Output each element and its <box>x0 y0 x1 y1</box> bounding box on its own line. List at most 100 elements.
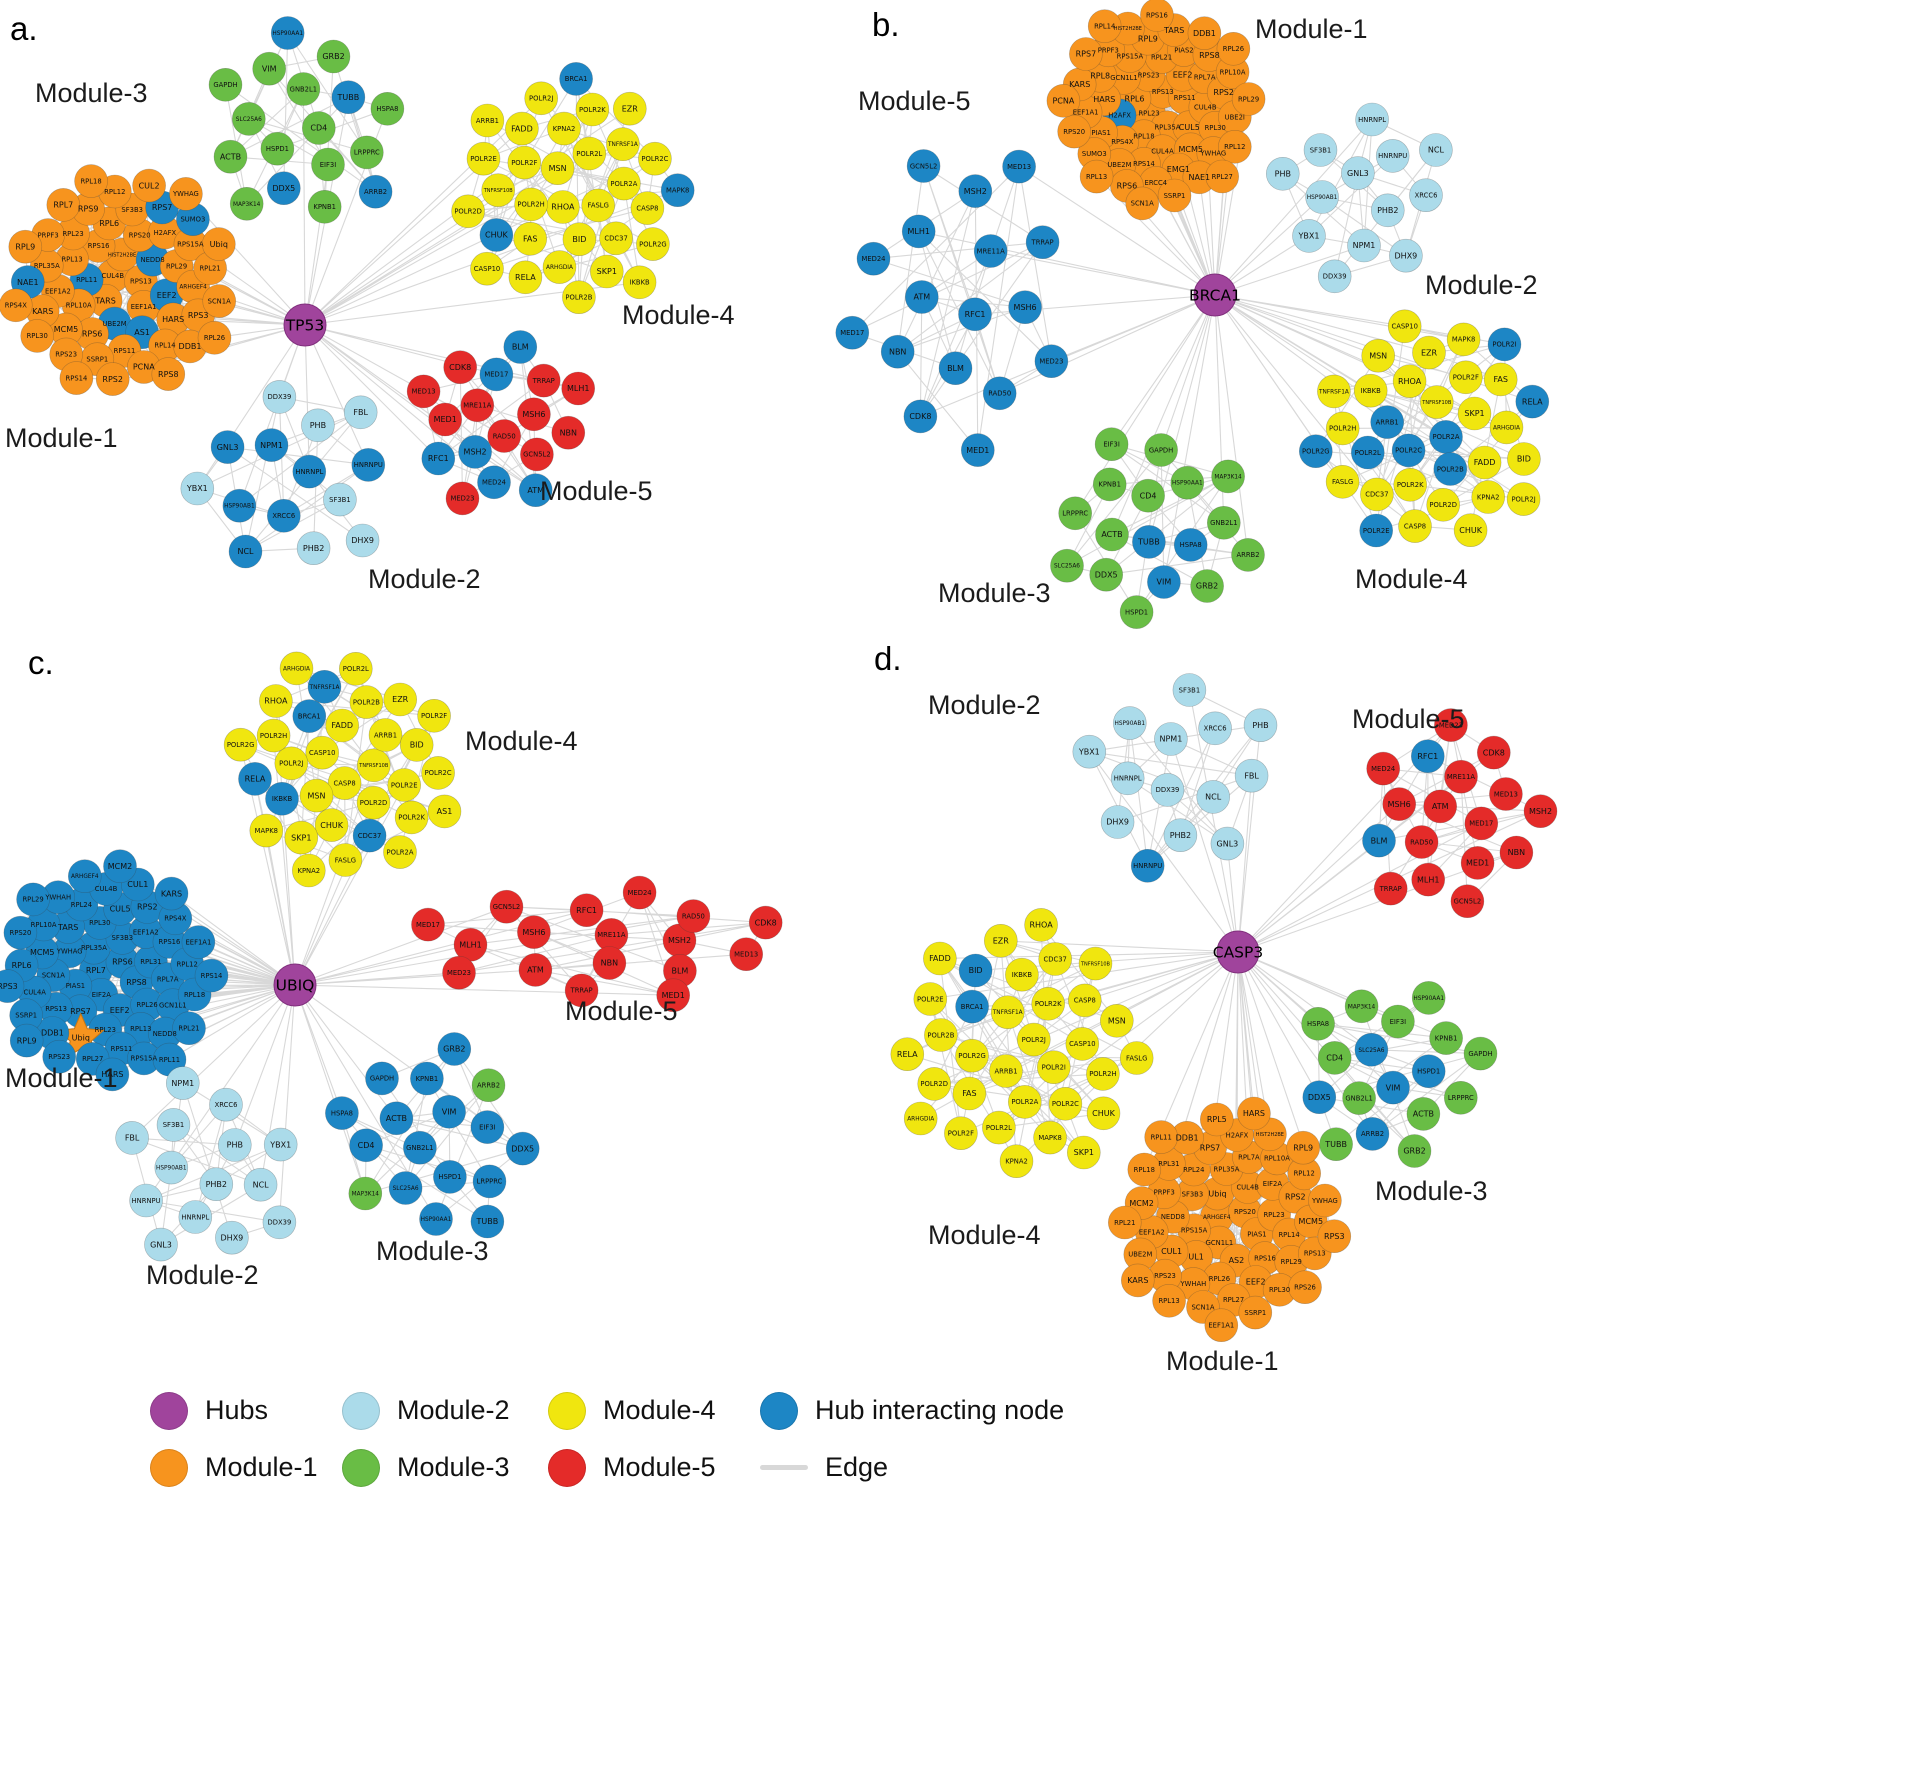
node-label: MED1 <box>966 446 989 455</box>
node-label: SF3B1 <box>329 496 351 504</box>
node-label: RELA <box>897 1050 918 1059</box>
network-node <box>1205 159 1239 194</box>
network-node <box>1393 467 1427 502</box>
network-node <box>1446 322 1481 357</box>
network-node <box>180 471 215 506</box>
node-label: MED23 <box>447 969 471 977</box>
node-label: IKBKB <box>272 795 293 803</box>
node-label: POLR2F <box>948 1130 974 1138</box>
legend-label: Module-3 <box>397 1452 510 1482</box>
node-label: CUL5 <box>110 905 131 914</box>
network-node <box>1065 1027 1100 1061</box>
node-label: XRCC6 <box>272 512 295 520</box>
module-label: Module-1 <box>1166 1346 1279 1376</box>
node-label: RPL23 <box>62 230 83 238</box>
network-node <box>1031 986 1065 1021</box>
node-label: MED23 <box>450 495 474 503</box>
node-label: NEDD8 <box>153 1030 177 1038</box>
node-label: YBX1 <box>1298 232 1320 241</box>
node-label: CDK8 <box>449 363 471 372</box>
node-label: NEDD8 <box>141 256 165 264</box>
network-node <box>1434 708 1468 742</box>
network-node <box>403 1130 437 1165</box>
network-node <box>1147 565 1181 599</box>
node-label: SF3B1 <box>1179 686 1201 694</box>
node-label: KPNA2 <box>1005 1158 1028 1166</box>
network-node <box>151 357 186 391</box>
network-node <box>1125 186 1159 221</box>
node-label: BRCA1 <box>298 712 321 720</box>
node-label: FAS <box>523 235 537 244</box>
node-label: MED13 <box>412 388 436 396</box>
network-node <box>564 973 599 1008</box>
node-label: RPS4X <box>1111 138 1133 146</box>
node-label: MED24 <box>861 255 885 263</box>
node-label: RPL12 <box>1294 1170 1315 1178</box>
network-node <box>1423 789 1457 824</box>
node-label: RFC1 <box>428 454 449 463</box>
hub-label: BRCA1 <box>1189 286 1241 304</box>
node-label: SCN1A <box>208 297 231 305</box>
network-node <box>470 1204 505 1239</box>
network-node <box>1046 84 1081 118</box>
node-label: POLR2K <box>398 814 425 822</box>
network-node <box>1471 480 1505 514</box>
node-label: POLR2A <box>387 848 414 856</box>
node-label: RPL9 <box>1138 34 1158 43</box>
node-label: MED17 <box>416 921 440 929</box>
node-label: YBX1 <box>1078 747 1100 756</box>
node-label: POLR2G <box>1302 448 1330 456</box>
label-layer: CASP8CASP10TNFRSF10BMSNFADDPOLR2DPOLR2JA… <box>0 644 777 1290</box>
network-node <box>1008 1085 1042 1119</box>
node-label: CHUK <box>1459 526 1482 535</box>
node-label: KPNA2 <box>553 125 576 133</box>
network-node <box>178 1200 213 1234</box>
node-label: RPL23 <box>1263 1211 1284 1219</box>
node-label: KPNB1 <box>1098 481 1121 489</box>
node-label: ARHGDIA <box>283 666 310 672</box>
node-label: CUL4A <box>1151 148 1174 156</box>
node-label: CDK8 <box>1483 748 1505 757</box>
network-node <box>1344 989 1379 1024</box>
network-node <box>266 498 301 533</box>
node-label: RPL29 <box>1281 1258 1302 1266</box>
node-label: EIF3I <box>320 161 337 169</box>
network-node <box>1382 787 1416 821</box>
network-node <box>636 227 670 261</box>
node-label: RPS20 <box>10 929 32 937</box>
network-node <box>540 151 575 185</box>
network-node <box>406 374 441 409</box>
node-label: ACTB <box>386 1114 407 1123</box>
node-label: NPM1 <box>260 441 283 450</box>
node-label: CHUK <box>320 821 343 830</box>
hub-label: TP53 <box>285 316 325 334</box>
node-label: FBL <box>1244 771 1259 780</box>
node-label: MED17 <box>1469 820 1493 828</box>
node-label: NBN <box>1508 848 1525 857</box>
network-node <box>542 250 577 284</box>
network-node <box>1067 1135 1101 1170</box>
node-label: TARS <box>57 923 78 932</box>
node-label: RPS13 <box>45 1005 67 1013</box>
node-label: FADD <box>511 124 533 133</box>
node-label: EZR <box>392 695 409 704</box>
node-label: TUBB <box>476 1217 499 1226</box>
network-node <box>477 465 511 500</box>
network-node <box>1444 759 1478 794</box>
network-node <box>1366 751 1400 786</box>
network-node <box>748 905 783 940</box>
node-label: GCN5L2 <box>523 451 551 459</box>
node-label: ARHGEF4 <box>71 874 99 880</box>
node-label: MRE11A <box>1447 773 1476 781</box>
network-node <box>154 1150 189 1185</box>
network-node <box>1483 362 1518 397</box>
node-label: NAE1 <box>1188 173 1210 182</box>
node-label: NCL <box>1205 793 1222 802</box>
node-label: VIM <box>262 64 277 73</box>
node-label: MSN <box>1108 1017 1126 1026</box>
network-node <box>1376 1070 1410 1105</box>
node-label: PIAS1 <box>66 982 85 990</box>
node-label: SLC25A6 <box>393 1186 419 1192</box>
network-node <box>923 941 957 976</box>
node-label: CD4 <box>1140 491 1157 500</box>
